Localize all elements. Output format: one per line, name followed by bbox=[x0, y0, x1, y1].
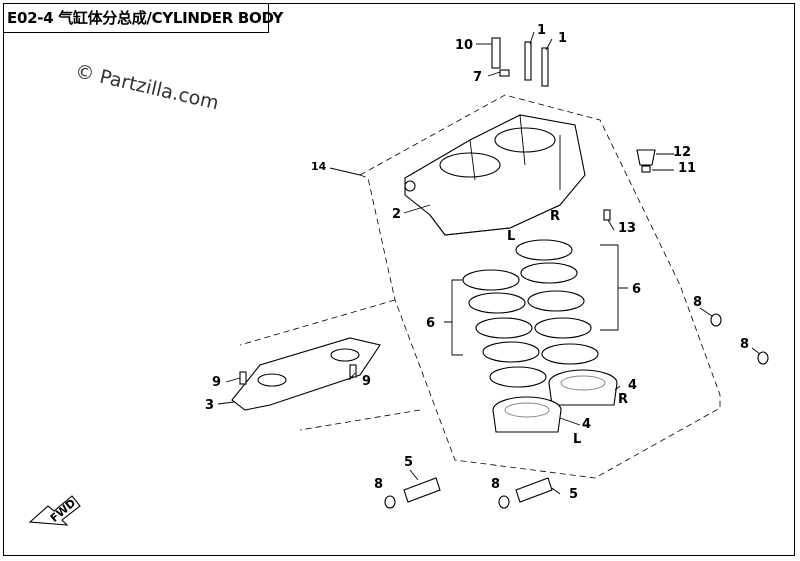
ring-bracket-right bbox=[600, 244, 628, 331]
callout-l: L bbox=[573, 432, 581, 447]
callout-l: L bbox=[507, 229, 515, 244]
callout-6: 6 bbox=[632, 282, 641, 297]
circlip-2 bbox=[757, 351, 769, 365]
fwd-arrow-icon bbox=[28, 495, 81, 526]
callout-2: 2 bbox=[392, 207, 401, 222]
assembly-outline bbox=[359, 94, 721, 479]
callout-9: 9 bbox=[212, 375, 221, 390]
oil-jet-assembly bbox=[636, 149, 656, 173]
callout-11: 11 bbox=[678, 161, 696, 176]
diagram-frame bbox=[3, 3, 795, 556]
callout-8: 8 bbox=[693, 295, 702, 310]
callout-5: 5 bbox=[404, 455, 413, 470]
leader-lines bbox=[217, 31, 761, 495]
callout-10: 10 bbox=[455, 38, 473, 53]
piston-right bbox=[548, 369, 618, 406]
ring-bracket-left bbox=[444, 279, 463, 356]
circlip-4 bbox=[498, 495, 510, 509]
callout-14: 14 bbox=[311, 160, 327, 173]
head-bolts bbox=[491, 37, 549, 87]
callout-7: 7 bbox=[473, 70, 482, 85]
gasket-guide-line bbox=[239, 299, 396, 346]
callout-8: 8 bbox=[740, 337, 749, 352]
callout-3: 3 bbox=[205, 398, 214, 413]
callout-5: 5 bbox=[569, 487, 578, 502]
callout-1: 1 bbox=[558, 31, 567, 46]
callout-12: 12 bbox=[673, 145, 691, 160]
piston-left bbox=[492, 396, 562, 433]
gasket-guide-line-2 bbox=[299, 409, 421, 431]
callout-13: 13 bbox=[618, 221, 636, 236]
callout-8: 8 bbox=[491, 477, 500, 492]
cylinder-base-gasket bbox=[231, 337, 381, 411]
callout-4: 4 bbox=[628, 378, 637, 393]
callout-6: 6 bbox=[426, 316, 435, 331]
piston-rings-left bbox=[462, 269, 547, 388]
dowel-pin bbox=[603, 209, 611, 221]
callout-r: R bbox=[550, 209, 560, 224]
piston-rings-right bbox=[515, 239, 599, 365]
callout-1: 1 bbox=[537, 23, 546, 38]
piston-pin-right bbox=[515, 477, 553, 503]
diagram-title: E02-4 气缸体分总成/CYLINDER BODY bbox=[7, 9, 284, 27]
callout-4: 4 bbox=[582, 417, 591, 432]
title-box: E02-4 气缸体分总成/CYLINDER BODY bbox=[3, 3, 283, 33]
circlip-1 bbox=[710, 313, 722, 327]
callout-8: 8 bbox=[374, 477, 383, 492]
piston-pin-left bbox=[403, 477, 441, 503]
callout-r: R bbox=[618, 392, 628, 407]
cylinder-body bbox=[404, 114, 586, 236]
circlip-3 bbox=[384, 495, 396, 509]
callout-9: 9 bbox=[362, 374, 371, 389]
